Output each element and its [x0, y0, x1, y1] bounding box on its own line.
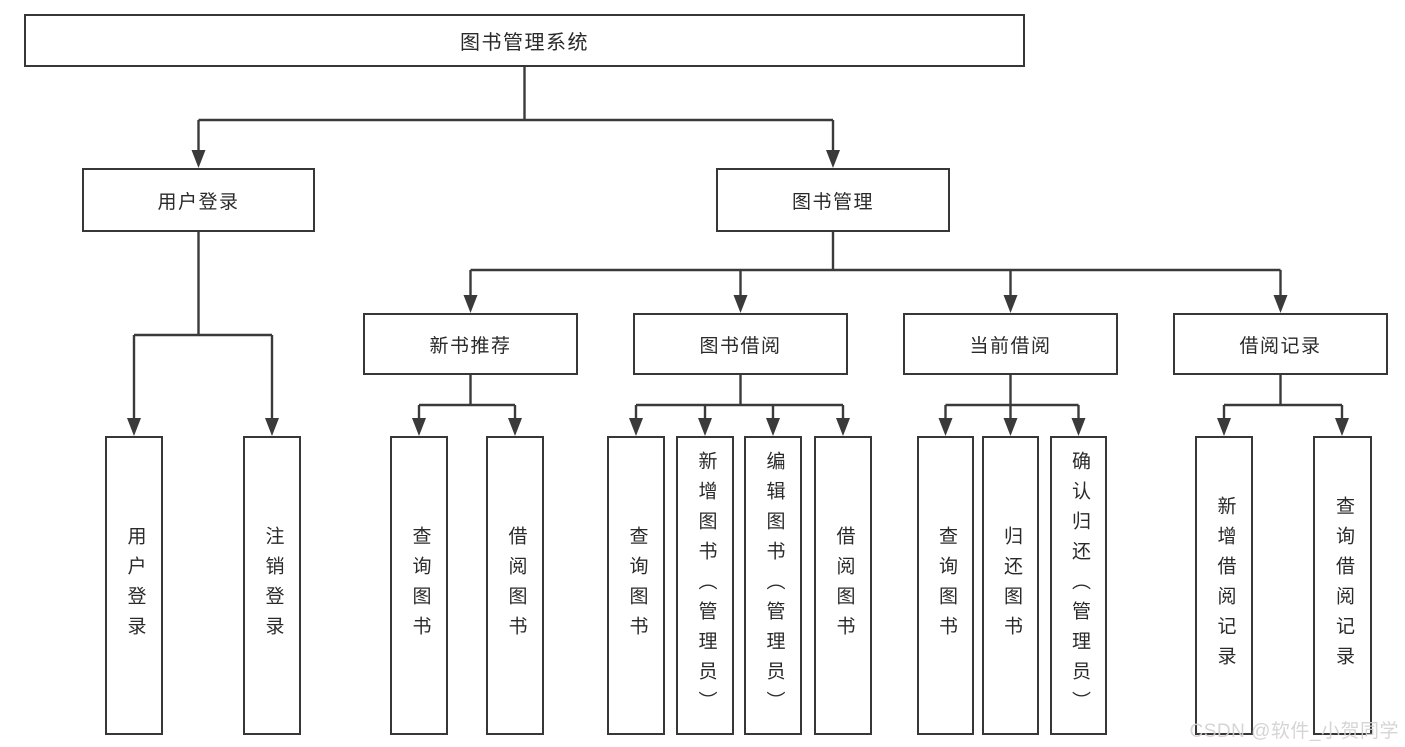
node-label: 用户登录 [124, 525, 146, 646]
node-book-management: 图书管理 [716, 168, 950, 232]
node-borrowing-records: 借阅记录 [1173, 313, 1388, 375]
node-label: 确认归还（管理员） [1068, 450, 1090, 721]
node-label: 新增借阅记录 [1214, 495, 1236, 676]
node-label: 借阅图书 [833, 525, 855, 646]
node-label: 归还图书 [1000, 525, 1022, 646]
node-label: 借阅图书 [505, 525, 527, 646]
connector-borrow-records-to-leaves [1217, 375, 1349, 436]
node-label: 注销登录 [262, 525, 284, 646]
node-label: 编辑图书（管理员） [763, 450, 785, 721]
connector-current-borrow-to-leaves [938, 375, 1086, 436]
connector-new-book-to-leaves [412, 375, 522, 436]
leaf-borrow-books-newbook: 借阅图书 [486, 436, 544, 735]
leaf-confirm-return-admin: 确认归还（管理员） [1050, 436, 1107, 735]
node-library-management-system: 图书管理系统 [24, 14, 1025, 67]
leaf-query-books-current: 查询图书 [917, 436, 974, 735]
node-label: 查询图书 [409, 525, 431, 646]
leaf-user-login: 用户登录 [105, 436, 163, 735]
node-label: 用户登录 [157, 191, 240, 213]
node-label: 查询图书 [626, 525, 648, 646]
node-new-book-recommend: 新书推荐 [363, 313, 578, 375]
node-label: 图书借阅 [699, 335, 782, 357]
leaf-return-books: 归还图书 [982, 436, 1039, 735]
node-label: 查询图书 [935, 525, 957, 646]
leaf-add-borrow-record: 新增借阅记录 [1195, 436, 1253, 735]
leaf-query-books-newbook: 查询图书 [390, 436, 448, 735]
node-label: 借阅记录 [1239, 335, 1322, 357]
node-label: 图书管理系统 [460, 32, 589, 54]
node-label: 当前借阅 [969, 335, 1052, 357]
connector-book-borrow-to-leaves [629, 375, 850, 436]
node-label: 新增图书（管理员） [695, 450, 717, 721]
leaf-edit-books-admin: 编辑图书（管理员） [744, 436, 802, 735]
node-label: 查询借阅记录 [1332, 495, 1354, 676]
node-current-borrowing: 当前借阅 [903, 313, 1118, 375]
leaf-borrow-books: 借阅图书 [814, 436, 872, 735]
leaf-logout: 注销登录 [243, 436, 301, 735]
leaf-add-books-admin: 新增图书（管理员） [676, 436, 734, 735]
connector-book-management-to-level3 [463, 232, 1288, 313]
csdn-watermark: CSDN @软件_小贺同学 [1189, 721, 1399, 742]
connector-user-login-to-leaves [127, 232, 279, 436]
node-book-borrowing: 图书借阅 [633, 313, 848, 375]
node-label: 新书推荐 [429, 335, 512, 357]
connector-root-to-level2 [191, 67, 840, 168]
node-user-login: 用户登录 [82, 168, 315, 232]
node-label: 图书管理 [791, 191, 874, 213]
leaf-query-borrow-record: 查询借阅记录 [1313, 436, 1372, 735]
leaf-query-books-borrowing: 查询图书 [607, 436, 665, 735]
